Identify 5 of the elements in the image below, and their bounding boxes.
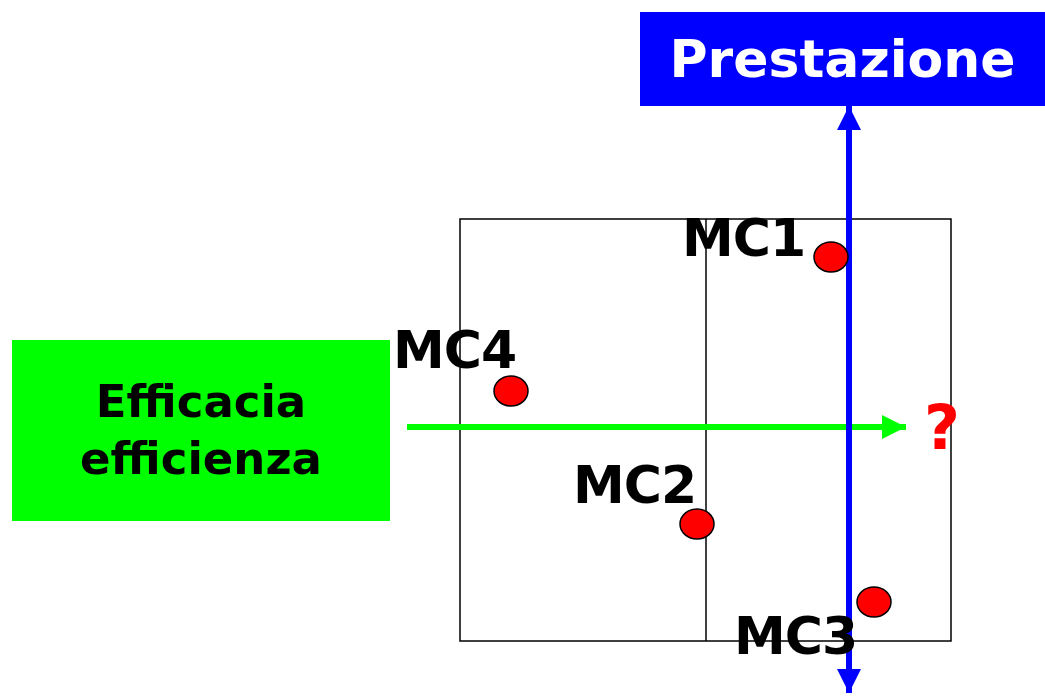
point-label: MC2	[573, 459, 697, 511]
arrow	[837, 106, 861, 693]
arrow	[407, 415, 906, 439]
label-box: Efficacia efficienza	[12, 340, 390, 521]
title-box: Prestazione	[640, 12, 1045, 106]
